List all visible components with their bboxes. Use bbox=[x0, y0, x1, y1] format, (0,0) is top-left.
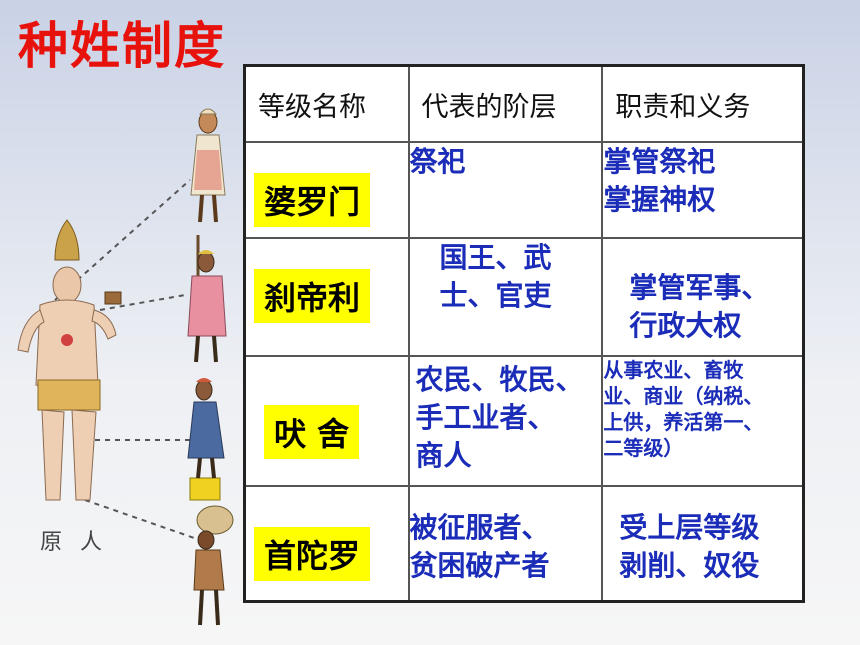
kshatriya-figure-icon bbox=[187, 235, 227, 363]
shudra-figure-icon bbox=[193, 505, 234, 626]
header-class: 代表的阶层 bbox=[407, 64, 604, 143]
rank-cell: 婆罗门 bbox=[243, 141, 410, 239]
duty-cell: 受上层等级 剥削、奴役 bbox=[601, 485, 805, 602]
class-cell: 国王、武 士、官吏 bbox=[407, 237, 604, 357]
rank-cell: 首陀罗 bbox=[243, 485, 410, 602]
table-row: 首陀罗 被征服者、 贫困破产者 受上层等级 剥削、奴役 bbox=[243, 485, 805, 602]
page-title: 种姓制度 bbox=[18, 17, 226, 75]
rank-cell: 吠 舍 bbox=[243, 355, 410, 487]
class-cell: 被征服者、 贫困破产者 bbox=[407, 485, 604, 602]
table-row: 吠 舍 农民、牧民、 手工业者、 商人 从事农业、畜牧 业、商业（纳税、 上供，… bbox=[243, 355, 805, 487]
rank-cell: 刹帝利 bbox=[243, 237, 410, 357]
primordial-man-caption: 原人 bbox=[40, 530, 121, 555]
connector-line bbox=[99, 294, 186, 311]
header-duty: 职责和义务 bbox=[601, 64, 805, 143]
rank-label: 刹帝利 bbox=[254, 269, 371, 323]
header-rank-name: 等级名称 bbox=[243, 64, 410, 143]
rank-label: 吠 舍 bbox=[264, 405, 360, 459]
caste-table: 等级名称 代表的阶层 职责和义务 婆罗门 祭祀 掌管祭祀 掌握神权 刹帝利 国王… bbox=[243, 64, 805, 603]
duty-cell: 从事农业、畜牧 业、商业（纳税、 上供，养活第一、 二等级） bbox=[601, 355, 805, 487]
table-row: 婆罗门 祭祀 掌管祭祀 掌握神权 bbox=[243, 141, 805, 239]
class-cell: 农民、牧民、 手工业者、 商人 bbox=[407, 355, 604, 487]
brahmin-figure-icon bbox=[190, 108, 226, 223]
duty-cell: 掌管祭祀 掌握神权 bbox=[601, 141, 805, 239]
table-row: 刹帝利 国王、武 士、官吏 掌管军事、 行政大权 bbox=[243, 237, 805, 357]
connector-line bbox=[84, 499, 201, 541]
rank-label: 首陀罗 bbox=[254, 527, 371, 581]
vaishya-figure-icon bbox=[187, 378, 225, 501]
duty-cell: 掌管军事、 行政大权 bbox=[601, 237, 805, 357]
primordial-man-figure-icon bbox=[17, 219, 122, 501]
rank-label: 婆罗门 bbox=[254, 173, 371, 227]
table-header-row: 等级名称 代表的阶层 职责和义务 bbox=[243, 64, 805, 143]
class-cell: 祭祀 bbox=[407, 141, 604, 239]
